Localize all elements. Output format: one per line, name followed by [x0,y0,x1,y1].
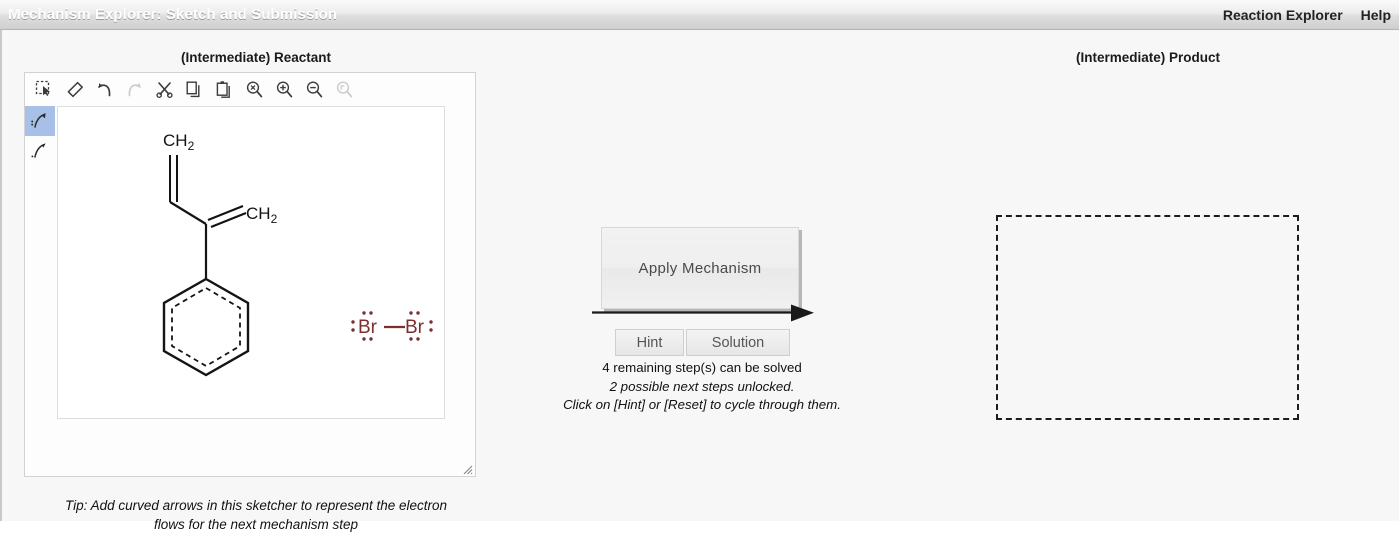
zoom-reset-icon[interactable] [243,78,266,101]
tip-line-2: flows for the next mechanism step [153,517,359,532]
electron-pair-arrow-icon[interactable] [25,106,55,136]
sketcher-arrow-tools [25,106,55,446]
status-line-1: 4 remaining step(s) can be solved [602,360,802,375]
structure-drawing: CH2 CH2 Br Br [162,131,433,377]
molecule-sketcher[interactable]: CH2 CH2 Br Br [24,72,476,477]
sketcher-toolbar [25,73,477,106]
title-bar: Mechanism Explorer: Sketch and Submissio… [0,0,1399,30]
single-electron-arrow-icon[interactable] [25,136,55,166]
undo-icon[interactable] [93,78,116,101]
sketcher-canvas[interactable]: CH2 CH2 Br Br [57,106,445,419]
ch2-label-right: CH2 [246,204,278,226]
content-area: (Intermediate) Reactant (Intermediate) P… [0,30,1399,532]
sketcher-resize-handle[interactable] [461,462,473,475]
apply-mechanism-button[interactable]: Apply Mechanism [601,227,799,309]
reaction-arrow-icon [592,304,814,322]
aromatic-inner-ring [171,286,241,368]
eraser-icon[interactable] [63,78,86,101]
select-lasso-icon[interactable] [33,78,56,101]
sketcher-tip: Tip: Add curved arrows in this sketcher … [24,496,488,534]
benzene-ring [162,277,250,377]
paste-icon[interactable] [213,78,236,101]
br-label-right: Br [405,317,425,338]
copy-icon[interactable] [183,78,206,101]
tip-line-1: Tip: Add curved arrows in this sketcher … [64,498,448,513]
product-panel-title: (Intermediate) Product [1075,50,1221,65]
br-label-left: Br [358,317,378,338]
status-line-2: 2 possible next steps unlocked. [609,378,795,394]
menu-reaction-explorer[interactable]: Reaction Explorer [1222,6,1343,23]
menu-bar: Reaction Explorer Help [1223,0,1391,29]
zoom-out-icon[interactable] [303,78,326,101]
app-title: Mechanism Explorer: Sketch and Submissio… [8,6,338,23]
hint-button[interactable]: Hint [615,329,684,356]
ch2-label-top: CH2 [163,131,195,153]
bromine-molecule: Br Br [351,311,433,341]
zoom-fit-icon [333,78,356,101]
status-message: 4 remaining step(s) can be solved 2 poss… [482,359,922,415]
redo-icon [123,78,146,101]
reactant-panel-title: (Intermediate) Reactant [180,50,332,65]
cut-scissors-icon[interactable] [153,78,176,101]
solution-button[interactable]: Solution [686,329,790,356]
status-line-3: Click on [Hint] or [Reset] to cycle thro… [563,397,841,412]
product-drop-zone[interactable] [996,215,1299,420]
zoom-in-icon[interactable] [273,78,296,101]
menu-help[interactable]: Help [1360,6,1391,23]
